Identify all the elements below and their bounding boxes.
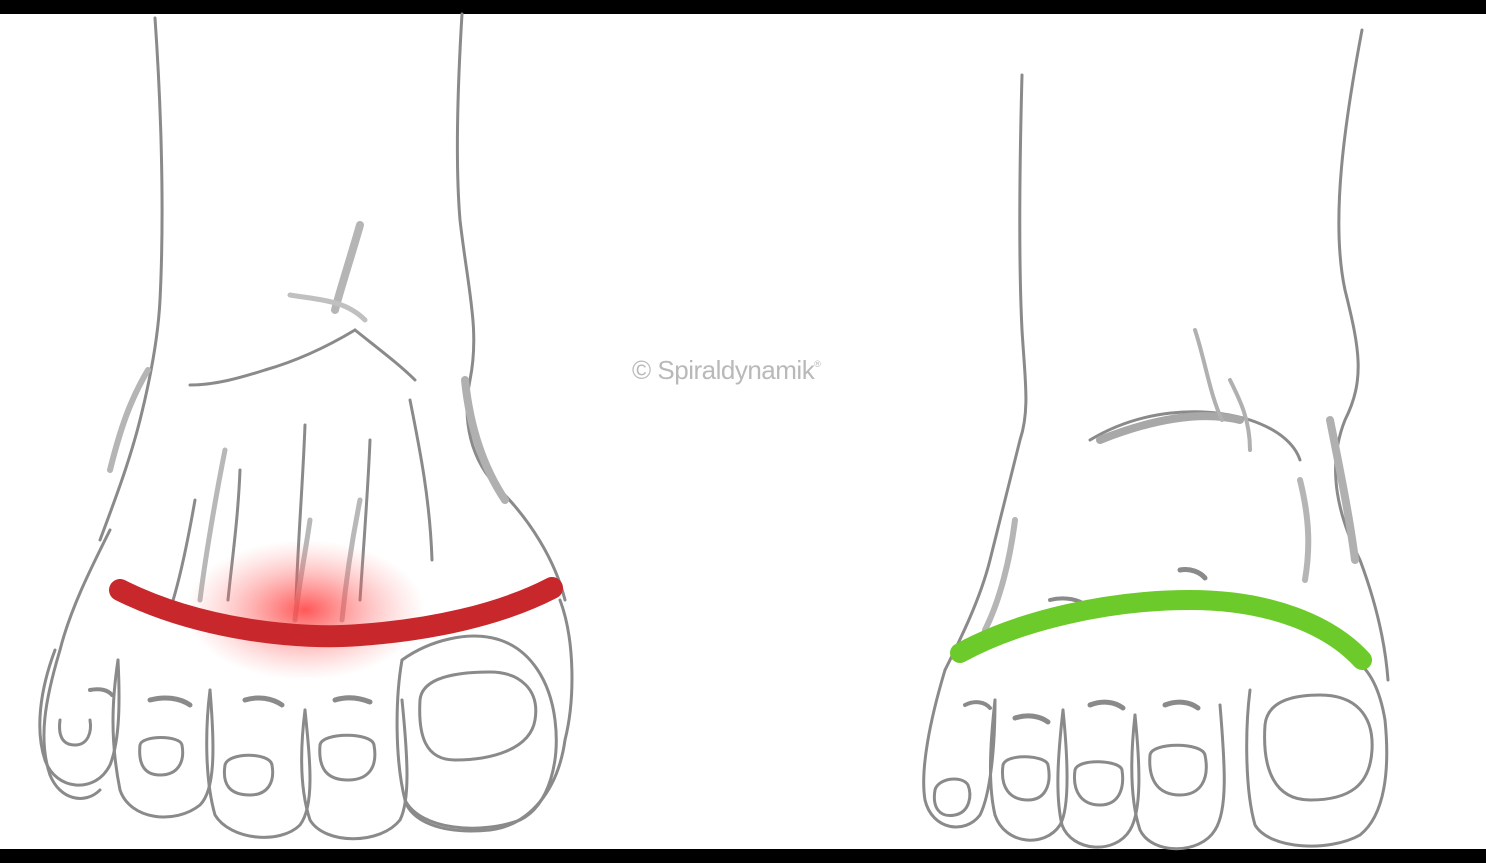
pain-glow bbox=[185, 540, 425, 680]
watermark-brand: Spiraldynamik bbox=[657, 355, 814, 385]
registered-mark: ® bbox=[814, 359, 820, 369]
copyright-watermark: © Spiraldynamik® bbox=[632, 355, 820, 386]
copyright-symbol: © bbox=[632, 355, 651, 385]
